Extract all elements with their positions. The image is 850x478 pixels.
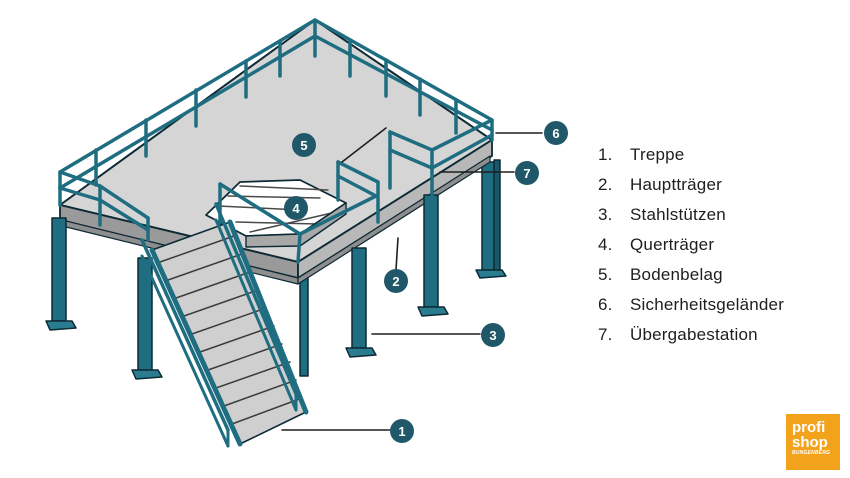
leader-lines: [281, 127, 543, 431]
legend-item-treppe: 1.Treppe: [598, 145, 685, 164]
legend-item-hauptträger: 2.Hauptträger: [598, 175, 722, 194]
profishop-logo: profi shop BUNGENBERG: [786, 414, 840, 470]
steel-columns: [45, 159, 501, 380]
component-legend: 1.Treppe 2.Hauptträger 3.Stahlstützen 4.…: [598, 143, 784, 353]
stair-opening: [205, 179, 347, 248]
legend-item-stahlstuetzen: 3.Stahlstützen: [598, 205, 726, 224]
legend-item-quertraeger: 4.Querträger: [598, 235, 715, 254]
logo-line-3: BUNGENBERG: [792, 450, 831, 456]
callout-7: 7: [523, 166, 530, 181]
legend-item-uebergabestation: 7.Übergabestation: [598, 325, 758, 344]
legend-item-bodenbelag: 5.Bodenbelag: [598, 265, 723, 284]
callout-3: 3: [489, 328, 496, 343]
callout-badges: 1 2 3 4 5 6 7: [284, 121, 568, 443]
callout-2: 2: [392, 274, 399, 289]
logo-line-1: profi: [792, 419, 826, 436]
staircase: [140, 202, 309, 448]
callout-6: 6: [552, 126, 559, 141]
logo-line-2: shop: [792, 434, 828, 451]
callout-4: 4: [292, 201, 300, 216]
legend-item-sicherheitsgelaender: 6.Sicherheitsgeländer: [598, 295, 785, 314]
slab-front-right: [297, 139, 493, 279]
callout-1: 1: [398, 424, 405, 439]
callout-5: 5: [300, 138, 307, 153]
